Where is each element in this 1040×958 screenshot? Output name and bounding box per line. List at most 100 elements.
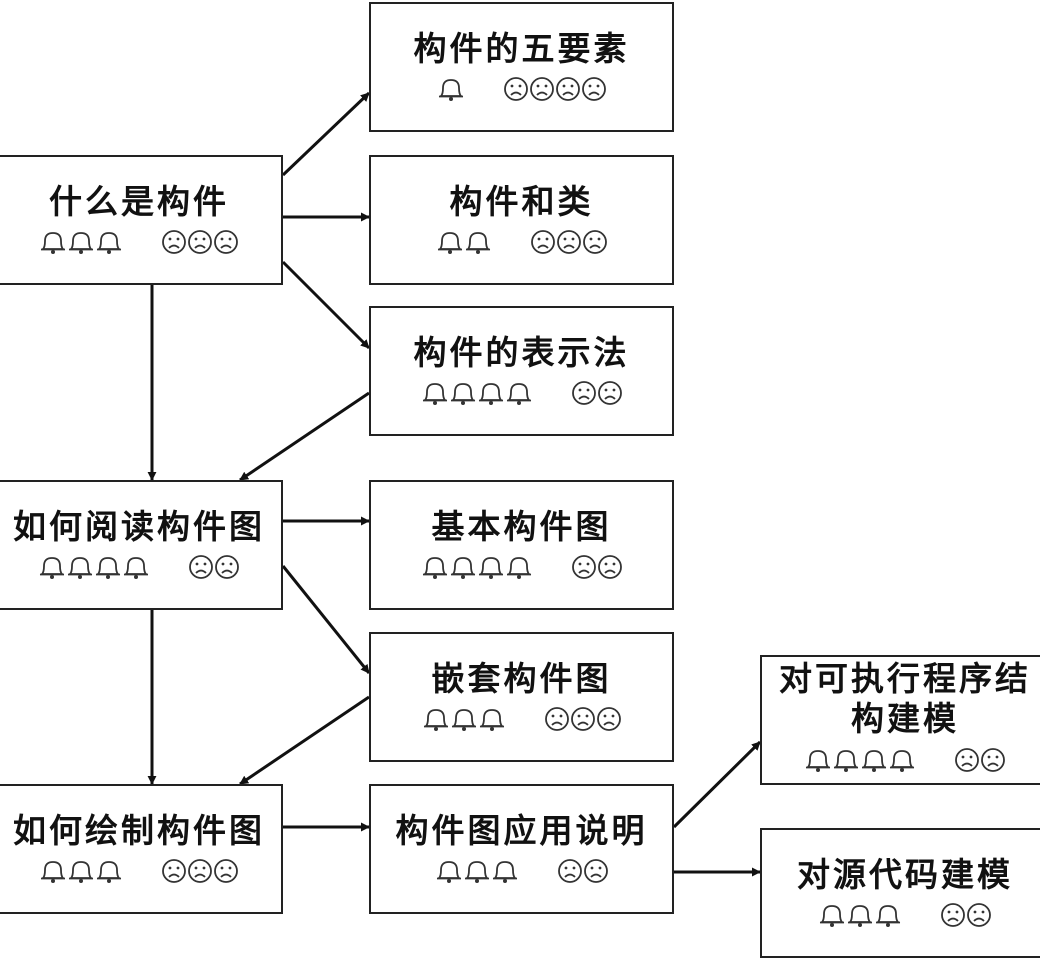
node-rating xyxy=(0,858,281,891)
bell-icon xyxy=(421,554,449,587)
bell-icon xyxy=(477,554,505,587)
node-rating xyxy=(0,229,281,262)
bell-icon xyxy=(95,858,123,891)
bell-icon xyxy=(463,858,491,891)
bell-icon xyxy=(39,858,67,891)
bell-icon xyxy=(505,380,533,413)
bell-icon xyxy=(818,902,846,935)
sad-face-icon xyxy=(213,229,239,262)
arrow-what-is-component-to-notation xyxy=(281,260,371,350)
bell-icon xyxy=(450,706,478,739)
bell-icon xyxy=(94,554,122,587)
bell-rating xyxy=(39,858,123,891)
node-notation[interactable]: 构件的表示法 xyxy=(369,306,674,436)
bell-icon xyxy=(846,902,874,935)
sad-face-icon xyxy=(966,902,992,935)
bell-icon xyxy=(449,380,477,413)
sad-face-rating xyxy=(954,747,1006,780)
node-title: 如何阅读构件图 xyxy=(13,507,265,546)
node-title: 构件的五要素 xyxy=(413,29,630,68)
sad-face-icon xyxy=(530,229,556,262)
bell-icon xyxy=(38,554,66,587)
node-rating xyxy=(371,706,672,739)
sad-face-icon xyxy=(213,858,239,891)
node-title: 基本构件图 xyxy=(431,507,612,546)
sad-face-rating xyxy=(188,554,240,587)
sad-face-icon xyxy=(557,858,583,891)
bell-icon xyxy=(804,747,832,780)
sad-face-rating xyxy=(571,554,623,587)
sad-face-icon xyxy=(161,858,187,891)
node-rating xyxy=(371,858,672,891)
node-basic-diagram[interactable]: 基本构件图 xyxy=(369,480,674,610)
bell-rating xyxy=(818,902,902,935)
bell-rating xyxy=(39,229,123,262)
node-rating xyxy=(762,902,1040,935)
sad-face-icon xyxy=(582,229,608,262)
node-title: 对可执行程序结构建模 xyxy=(779,659,1031,738)
node-title: 嵌套构件图 xyxy=(431,659,612,698)
node-five-elements[interactable]: 构件的五要素 xyxy=(369,2,674,132)
node-executable-modeling[interactable]: 对可执行程序结构建模 xyxy=(760,655,1040,785)
bell-rating xyxy=(38,554,150,587)
node-what-is-component[interactable]: 什么是构件 xyxy=(0,155,283,285)
sad-face-rating xyxy=(940,902,992,935)
bell-icon xyxy=(464,229,492,262)
node-component-and-class[interactable]: 构件和类 xyxy=(369,155,674,285)
node-draw-diagram[interactable]: 如何绘制构件图 xyxy=(0,784,283,914)
bell-icon xyxy=(449,554,477,587)
bell-icon xyxy=(436,229,464,262)
node-rating xyxy=(371,554,672,587)
sad-face-icon xyxy=(571,380,597,413)
arrow-nested-diagram-to-draw-diagram xyxy=(239,695,370,786)
bell-icon xyxy=(39,229,67,262)
sad-face-icon xyxy=(597,554,623,587)
node-application[interactable]: 构件图应用说明 xyxy=(369,784,674,914)
bell-rating xyxy=(804,747,916,780)
bell-icon xyxy=(122,554,150,587)
sad-face-rating xyxy=(557,858,609,891)
sad-face-icon xyxy=(188,554,214,587)
bell-icon xyxy=(888,747,916,780)
node-title: 对源代码建模 xyxy=(797,855,1013,894)
node-read-diagram[interactable]: 如何阅读构件图 xyxy=(0,480,283,610)
node-rating xyxy=(371,229,672,262)
sad-face-icon xyxy=(214,554,240,587)
bell-icon xyxy=(860,747,888,780)
sad-face-icon xyxy=(556,229,582,262)
sad-face-icon xyxy=(571,554,597,587)
node-source-modeling[interactable]: 对源代码建模 xyxy=(760,828,1040,958)
bell-icon xyxy=(505,554,533,587)
sad-face-rating xyxy=(161,229,239,262)
sad-face-icon xyxy=(980,747,1006,780)
connectors-layer xyxy=(147,91,762,877)
sad-face-icon xyxy=(583,858,609,891)
sad-face-icon xyxy=(954,747,980,780)
bell-icon xyxy=(422,706,450,739)
sad-face-icon xyxy=(940,902,966,935)
bell-icon xyxy=(491,858,519,891)
sad-face-rating xyxy=(530,229,608,262)
sad-face-rating xyxy=(503,76,607,109)
sad-face-icon xyxy=(161,229,187,262)
sad-face-icon xyxy=(187,858,213,891)
sad-face-rating xyxy=(544,706,622,739)
sad-face-icon xyxy=(544,706,570,739)
sad-face-icon xyxy=(187,229,213,262)
node-rating xyxy=(762,747,1040,780)
bell-rating xyxy=(436,229,492,262)
node-title: 如何绘制构件图 xyxy=(13,811,265,850)
bell-icon xyxy=(67,229,95,262)
bell-icon xyxy=(478,706,506,739)
bell-rating xyxy=(421,380,533,413)
sad-face-icon xyxy=(597,380,623,413)
node-nested-diagram[interactable]: 嵌套构件图 xyxy=(369,632,674,762)
node-rating xyxy=(0,554,281,587)
bell-rating xyxy=(422,706,506,739)
node-rating xyxy=(371,380,672,413)
sad-face-icon xyxy=(555,76,581,109)
bell-icon xyxy=(477,380,505,413)
bell-icon xyxy=(67,858,95,891)
sad-face-rating xyxy=(161,858,239,891)
